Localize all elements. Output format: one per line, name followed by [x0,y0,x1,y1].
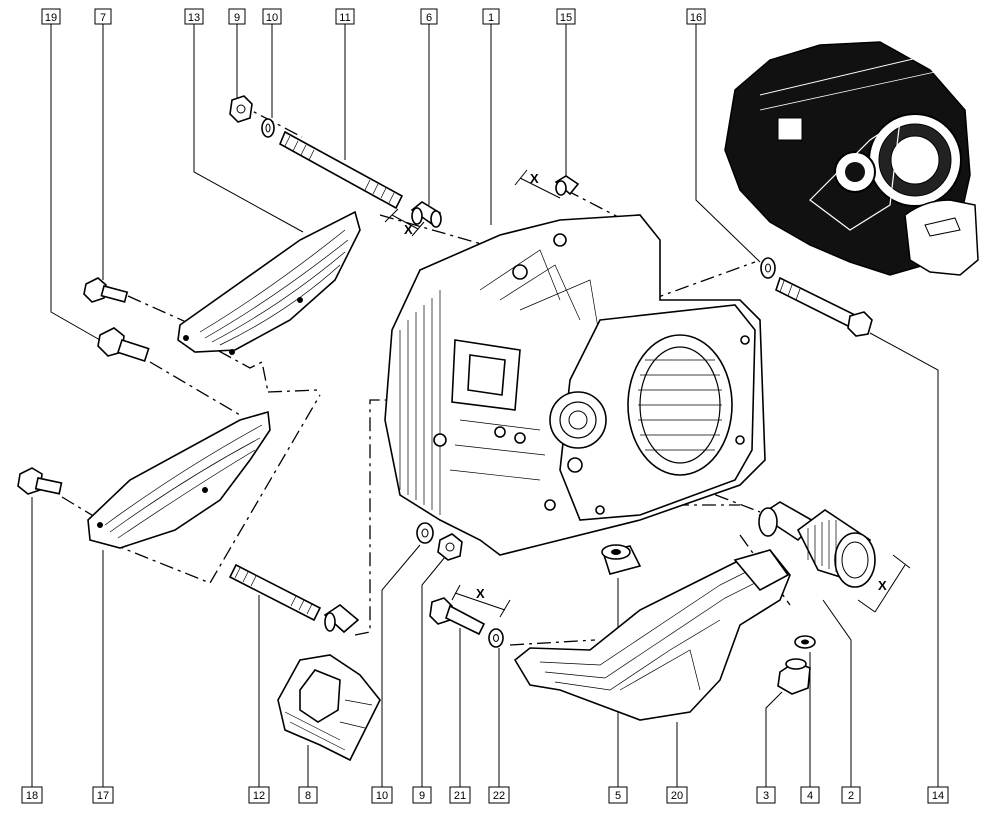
callout-20: 20 [666,786,688,804]
stud-12 [228,563,360,634]
upper-cover-plate [177,210,361,355]
svg-text:10: 10 [376,790,388,802]
spacer-5 [601,544,642,575]
callout-3: 3 [756,786,776,804]
callout-14: 14 [927,786,949,804]
plug-3 [777,658,811,695]
svg-text:19: 19 [45,12,57,24]
svg-text:9: 9 [419,790,425,802]
assembled-gearbox-inset [724,41,979,276]
svg-text:7: 7 [100,12,106,24]
svg-text:10: 10 [266,12,278,24]
washer-10-top [261,118,275,138]
bush-15 [554,175,580,196]
callout-8: 8 [298,786,318,804]
bolt-19 [97,327,150,363]
svg-text:20: 20 [671,790,683,802]
callout-18: 18 [21,786,43,804]
callout-10-bottom: 10 [371,786,393,804]
bracket-20 [513,549,791,721]
svg-text:4: 4 [807,790,813,802]
svg-text:14: 14 [932,790,944,802]
nut-9-top [229,95,253,123]
stud-11 [278,130,404,210]
svg-text:3: 3 [763,790,769,802]
sleeve-6 [410,201,442,228]
bolt-14 [775,276,873,337]
dimension-x-roller: X [857,554,911,613]
dimension-x-pin: X [451,584,511,618]
callout-5: 5 [608,786,628,804]
svg-text:18: 18 [26,790,38,802]
callout-16: 16 [686,8,706,25]
callout-6: 6 [420,8,438,25]
washer-4 [794,635,816,649]
dimension-x-sleeve: X [384,208,425,237]
svg-text:2: 2 [848,790,854,802]
callout-9-top: 9 [228,8,246,25]
washer-10-bottom [416,522,434,544]
gearbox-housing [384,214,766,556]
callout-9-bottom: 9 [412,786,432,804]
callout-22: 22 [488,786,510,804]
callout-11: 11 [335,8,355,25]
callout-13: 13 [184,8,204,25]
svg-text:15: 15 [560,12,572,24]
lower-cover-plate [87,410,271,549]
svg-text:X: X [530,171,539,186]
dimension-x-bush: X [514,169,561,199]
svg-text:16: 16 [690,12,702,24]
svg-text:17: 17 [97,790,109,802]
svg-text:8: 8 [305,790,311,802]
bolt-18 [17,467,63,495]
svg-text:X: X [476,586,485,601]
callout-15: 15 [556,8,576,25]
svg-text:9: 9 [234,12,240,24]
washer-22 [488,628,504,648]
svg-text:22: 22 [493,790,505,802]
callout-21: 21 [449,786,471,804]
callout-7: 7 [94,8,112,25]
rubber-mount-8 [277,654,381,762]
callout-1: 1 [482,8,500,25]
nut-9-bottom [437,533,463,561]
leader-lines [31,24,939,787]
washer-16 [760,257,776,279]
callout-17: 17 [92,786,114,804]
callout-2: 2 [841,786,861,804]
svg-text:5: 5 [615,790,621,802]
callout-12: 12 [248,786,270,804]
svg-text:12: 12 [253,790,265,802]
bolt-7 [83,277,129,303]
svg-text:1: 1 [488,12,494,24]
callout-19: 19 [41,8,61,25]
svg-text:X: X [404,222,413,237]
callout-4: 4 [800,786,820,804]
svg-text:11: 11 [339,12,350,24]
callout-10-top: 10 [262,8,282,25]
svg-text:13: 13 [188,12,200,24]
svg-text:X: X [878,578,887,593]
svg-text:21: 21 [454,790,466,802]
bolt-21 [429,597,486,636]
svg-text:6: 6 [426,12,432,24]
roller-bearing-2 [758,501,876,588]
